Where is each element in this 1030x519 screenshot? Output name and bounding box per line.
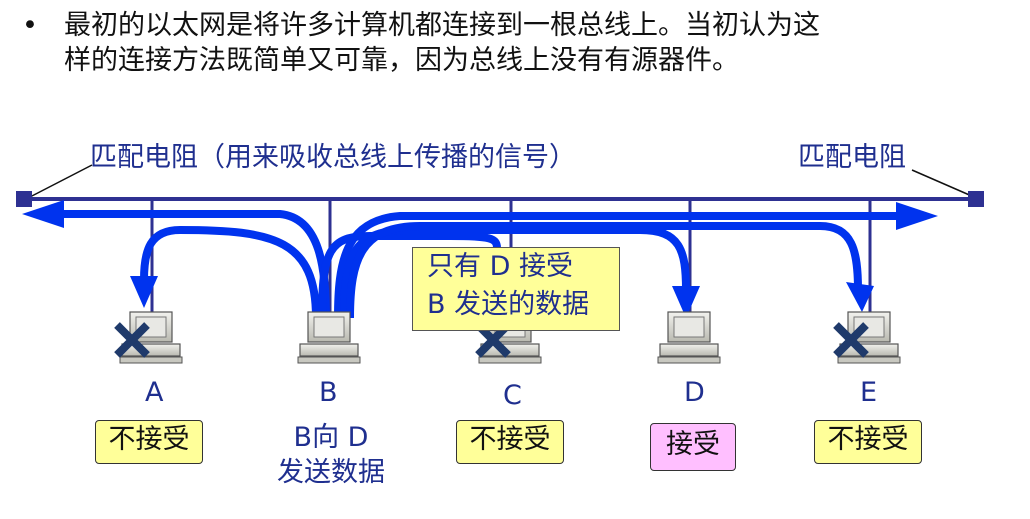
reject-mark-a-icon bbox=[114, 322, 150, 358]
computer-b-icon bbox=[297, 311, 361, 364]
reject-mark-e-icon bbox=[833, 322, 869, 358]
intro-line-1: 最初的以太网是将许多计算机都连接到一根总线上。当初认为这 bbox=[64, 10, 820, 41]
node-name-c: C bbox=[503, 380, 522, 411]
callout-line-2: B 发送的数据 bbox=[427, 289, 590, 320]
terminator-left-label: 匹配电阻（用来吸收总线上传播的信号） bbox=[90, 142, 576, 173]
callout-box: 只有 D 接受 B 发送的数据 bbox=[412, 247, 620, 331]
intro-line-2: 样的连接方法既简单又可靠，因为总线上没有有源器件。 bbox=[64, 45, 739, 76]
terminator-left bbox=[16, 191, 32, 207]
node-name-d: D bbox=[684, 377, 705, 408]
signal-to-a bbox=[140, 225, 320, 319]
computer-a-icon bbox=[119, 311, 183, 364]
sender-note-line-1: B向 D bbox=[293, 422, 369, 453]
arrowhead-e bbox=[846, 282, 874, 312]
sender-note-b: B向 D 发送数据 bbox=[266, 420, 396, 490]
sender-note-line-2: 发送数据 bbox=[277, 457, 385, 488]
signal-to-right-end bbox=[334, 212, 905, 319]
computer-d-icon bbox=[657, 311, 721, 364]
node-name-a: A bbox=[145, 377, 164, 408]
status-badge-a: 不接受 bbox=[95, 420, 203, 464]
signal-to-e bbox=[346, 222, 862, 319]
node-name-b: B bbox=[319, 377, 338, 408]
bullet-point: • bbox=[22, 10, 38, 41]
intro-paragraph: • 最初的以太网是将许多计算机都连接到一根总线上。当初认为这 样的连接方法既简单… bbox=[22, 8, 1012, 78]
arrowhead-right bbox=[896, 202, 938, 230]
status-badge-c: 不接受 bbox=[456, 420, 564, 464]
node-name-e: E bbox=[860, 377, 878, 408]
terminator-right-leader bbox=[911, 169, 975, 198]
arrowhead-a bbox=[130, 276, 158, 308]
status-badge-e: 不接受 bbox=[814, 420, 922, 464]
arrowhead-left bbox=[22, 200, 64, 228]
status-badge-d: 接受 bbox=[650, 423, 736, 471]
arrowhead-d bbox=[672, 286, 700, 318]
arrowheads bbox=[22, 200, 938, 318]
terminator-right-label: 匹配电阻 bbox=[798, 142, 906, 173]
signal-paths bbox=[60, 210, 905, 319]
terminator-left-leader bbox=[27, 164, 93, 199]
terminator-right bbox=[968, 191, 984, 207]
callout-line-1: 只有 D 接受 bbox=[427, 251, 573, 282]
